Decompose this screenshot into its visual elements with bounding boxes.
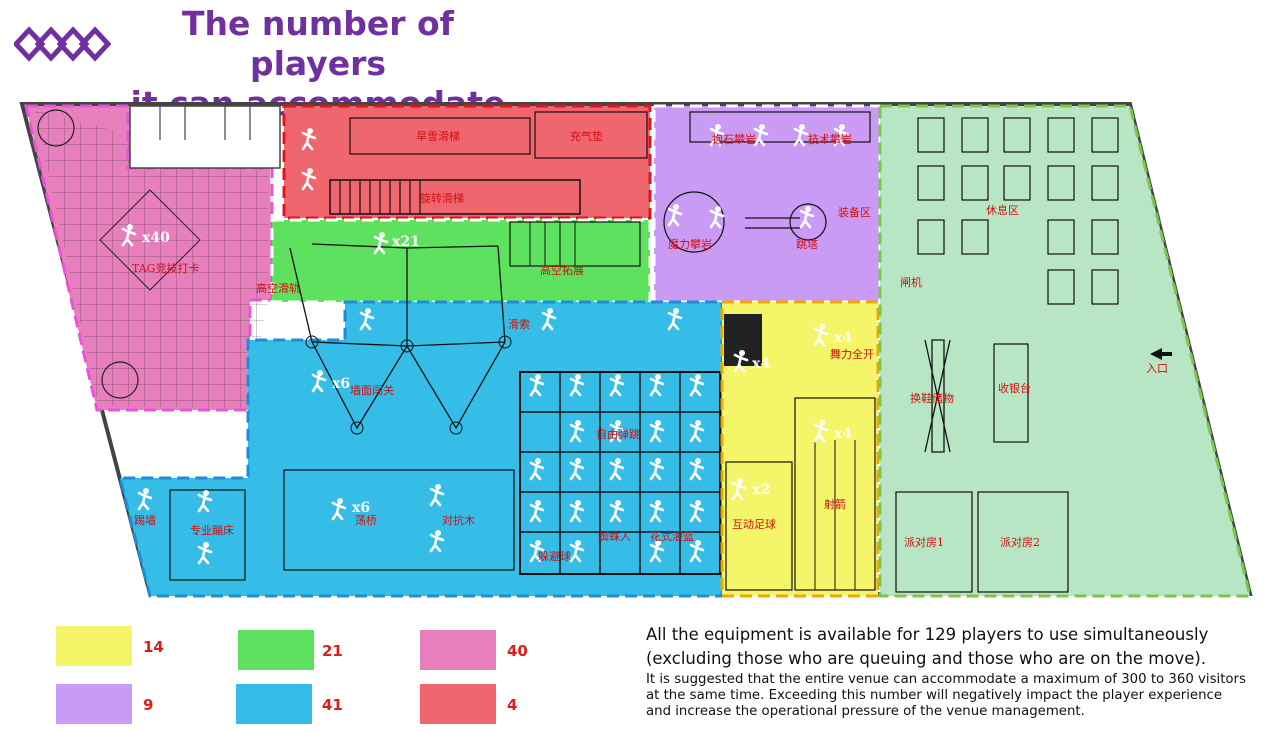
legend-value-pink: 40: [507, 642, 528, 660]
capacity-note: All the equipment is available for 129 p…: [646, 625, 1209, 668]
label-spiderman: 蜘蛛人: [598, 529, 631, 543]
legend-value-yellow: 14: [143, 638, 164, 656]
legend-value-purple: 9: [143, 696, 154, 714]
legend-value-red: 4: [507, 696, 518, 714]
label-swing-bridge: 荡桥: [355, 514, 377, 527]
capacity-pink: x40: [142, 230, 170, 246]
label-wall-challenge: 墙面闯关: [350, 383, 394, 397]
label-spiral-slide: 旋转滑梯: [420, 191, 464, 205]
zone-yellow: [720, 300, 880, 598]
label-magic-climb: 魔力攀岩: [668, 237, 712, 251]
floor-plan: TAG竞技打卡 旱雪滑梯 充气垫 旋转滑梯 高空拓展 高空滑轨 抱石攀岩 技术攀…: [19, 102, 1253, 598]
legend-swatch-blue: [236, 684, 312, 724]
label-zipline-rail: 高空滑轨: [256, 281, 300, 295]
label-entrance: 入口: [1146, 362, 1168, 375]
legend-swatch-red: [420, 684, 496, 724]
label-dodgeball: 躲避球: [538, 549, 571, 563]
label-gate: 闸机: [900, 275, 922, 289]
label-soccer: 互动足球: [732, 517, 776, 531]
zone-red: [282, 104, 652, 220]
label-party-room-1: 派对房1: [904, 535, 944, 549]
chevron-decoration-icon: [14, 26, 112, 62]
label-equipment: 装备区: [838, 205, 871, 219]
label-dance: 舞力全开: [830, 347, 874, 361]
legend-swatch-green: [238, 630, 314, 670]
zone-green: [270, 218, 652, 304]
label-air-cushion: 充气垫: [570, 129, 603, 143]
label-tag: TAG竞技打卡: [132, 261, 199, 275]
legend-swatch-yellow: [56, 626, 132, 666]
capacity-bridge: x6: [352, 500, 370, 516]
label-joust: 对抗木: [442, 513, 475, 527]
legend-value-blue: 41: [322, 696, 343, 714]
capacity-green: x21: [392, 234, 420, 250]
label-tech-climb: 技术攀岩: [808, 132, 852, 146]
entrance-arrow-icon: [1150, 348, 1172, 360]
label-cable: 滑索: [508, 317, 530, 331]
zone-labels: TAG竞技打卡 旱雪滑梯 充气垫 旋转滑梯 高空拓展 高空滑轨 抱石攀岩 技术攀…: [132, 129, 1168, 563]
legend-swatch-purple: [56, 684, 132, 724]
label-shoe-storage: 换鞋储物: [910, 391, 954, 405]
label-party-room-2: 派对房2: [1000, 535, 1040, 549]
zone-lounge: [878, 104, 1252, 598]
label-archery: 射箭: [824, 497, 846, 511]
capacity-mid: x4: [752, 356, 770, 372]
restroom-area: [129, 105, 281, 169]
label-rest-area: 休息区: [986, 203, 1019, 217]
label-high-ropes: 高空拓展: [540, 263, 584, 277]
legend-swatch-pink: [420, 630, 496, 670]
label-bouldering: 抱石攀岩: [712, 132, 756, 146]
building-outline: [19, 102, 1253, 596]
capacity-dance: x4: [834, 330, 852, 346]
label-dunk: 花式灌篮: [650, 529, 694, 543]
label-kick-wall: 踢墙: [134, 513, 156, 527]
label-cashier: 收银台: [998, 381, 1031, 395]
label-pro-trampoline: 专业蹦床: [190, 523, 234, 537]
capacity-suggestion: It is suggested that the entire venue ca…: [646, 672, 1246, 719]
capacity-labels: x40 x21 x6 x6 x4 x4 x4 x2: [142, 230, 852, 516]
capacity-wall: x6: [332, 376, 350, 392]
label-dry-slide: 旱雪滑梯: [416, 130, 460, 143]
label-free-bounce: 自由弹跳: [596, 427, 640, 441]
title-line-1: The number of players: [181, 4, 455, 83]
label-jump-tower: 跳塔: [796, 237, 818, 251]
legend-value-green: 21: [322, 642, 343, 660]
capacity-soccer: x2: [752, 482, 770, 498]
capacity-archery: x4: [834, 426, 852, 442]
